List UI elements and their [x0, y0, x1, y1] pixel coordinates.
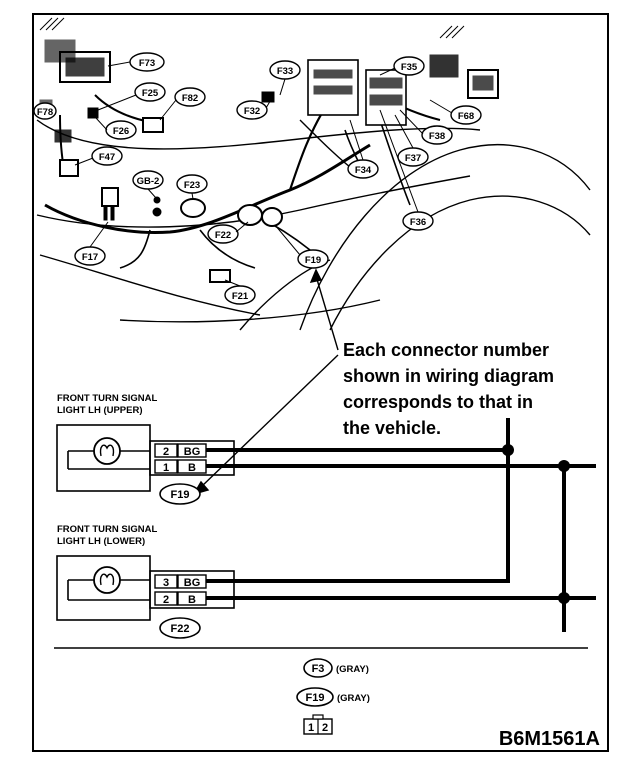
legend-code-1: F3 [312, 663, 325, 675]
callout-oval [421, 125, 453, 145]
lower-connector-block: 3 BG 2 B F22 [149, 570, 235, 639]
junction-dot-icon [502, 444, 514, 456]
note-line-4: the vehicle. [343, 418, 441, 438]
upper-connector-code: F19 [171, 489, 190, 501]
upper-light-caption: FRONT TURN SIGNAL LIGHT LH (UPPER) [57, 393, 157, 416]
legend-oval [303, 658, 333, 678]
hatch-texture [39, 17, 465, 39]
callout-oval [207, 224, 239, 244]
connector-color-legend: F3 (GRAY) F19 (GRAY) 1 2 [296, 658, 370, 735]
figure-border [32, 13, 609, 752]
upper-pin-1-number: 2 [163, 446, 169, 458]
pin-cell [154, 574, 178, 589]
conn-label-F23: F23 [184, 180, 200, 191]
explanatory-note: Each connector number shown in wiring di… [343, 340, 554, 438]
junction-dot-icon [558, 592, 570, 604]
lower-pin-1-wire: BG [184, 577, 201, 589]
conn-label-F82: F82 [182, 93, 198, 104]
bulb-icon [93, 437, 121, 465]
conn-label-F22: F22 [215, 230, 231, 241]
conn-label-F34: F34 [355, 165, 372, 176]
upper-caption-line-2: LIGHT LH (UPPER) [57, 405, 143, 416]
conn-label-F19: F19 [305, 255, 321, 266]
note-line-2: shown in wiring diagram [343, 366, 554, 386]
lower-pin-2-wire: B [188, 594, 196, 606]
legend-color-1: (GRAY) [336, 664, 369, 675]
arrowhead-up-icon [309, 268, 323, 283]
bulb-icon [93, 566, 121, 594]
light-box [56, 424, 151, 492]
pin-cell [154, 591, 178, 606]
conn-label-F32: F32 [244, 106, 260, 117]
upper-pin-2-number: 1 [163, 462, 169, 474]
vehicle-connector-labels [33, 52, 482, 305]
arrow-to-vehicle-F19 [315, 275, 339, 351]
conn-label-F35: F35 [401, 62, 418, 73]
callout-oval [91, 146, 123, 166]
junction-dot-icon [558, 460, 570, 472]
conn-label-F25: F25 [142, 88, 159, 99]
upper-pin-2-wire: B [188, 462, 196, 474]
conn-label-F68: F68 [458, 111, 474, 122]
callout-oval [393, 56, 425, 76]
conn-label-F47: F47 [99, 152, 115, 163]
callout-oval [297, 249, 329, 269]
connector-face-pin-2: 2 [322, 722, 328, 734]
conn-label-F26: F26 [113, 126, 129, 137]
wire-junctions [502, 444, 570, 604]
legend-color-2: (GRAY) [337, 693, 370, 704]
pin-cell [154, 459, 178, 474]
vehicle-connector-text: F73 F25 F82 F26 F47 GB-2 F23 F22 F17 F19… [37, 58, 474, 302]
arrow-to-diagram-F19 [199, 354, 339, 489]
conn-label-F33: F33 [277, 66, 293, 77]
note-arrows [192, 268, 339, 496]
conn-label-F37: F37 [405, 153, 421, 164]
callout-oval [174, 87, 206, 107]
legend-code-2: F19 [306, 692, 325, 704]
conn-label-F21: F21 [232, 291, 249, 302]
pin-cell [154, 443, 178, 458]
callout-leaders [74, 61, 453, 287]
conn-label-F73: F73 [139, 58, 155, 69]
upper-caption-line-1: FRONT TURN SIGNAL [57, 393, 157, 404]
vehicle-components [39, 39, 499, 283]
upper-light-symbol [56, 424, 151, 492]
note-line-1: Each connector number [343, 340, 549, 360]
lower-light-caption: FRONT TURN SIGNAL LIGHT LH (LOWER) [57, 524, 157, 547]
callout-oval [33, 102, 57, 120]
connector-oval [159, 617, 201, 639]
connector-face-pin-1: 1 [308, 722, 314, 734]
callout-oval [105, 120, 137, 140]
lower-caption-line-1: FRONT TURN SIGNAL [57, 524, 157, 535]
callout-oval [236, 100, 268, 120]
conn-label-F38: F38 [429, 131, 445, 142]
conn-label-F36: F36 [410, 217, 426, 228]
lower-light-symbol [56, 555, 151, 621]
lower-caption-line-2: LIGHT LH (LOWER) [57, 536, 145, 547]
callout-oval [134, 82, 166, 102]
legend-oval [296, 687, 334, 707]
light-box [56, 555, 151, 621]
lower-pin-2-number: 2 [163, 594, 169, 606]
figure-code: B6M1561A [499, 728, 600, 750]
conn-label-F17: F17 [82, 252, 98, 263]
lower-pin-1-number: 3 [163, 577, 169, 589]
lower-connector-code: F22 [171, 623, 190, 635]
note-line-3: corresponds to that in [343, 392, 533, 412]
wiring [206, 418, 596, 632]
conn-label-F78: F78 [37, 107, 53, 118]
upper-connector-block: 2 BG 1 B F19 [149, 440, 235, 505]
upper-pin-1-wire: BG [184, 446, 201, 458]
callout-oval [450, 105, 482, 125]
connector-oval [159, 483, 201, 505]
conn-label-GB-2: GB-2 [137, 176, 160, 187]
